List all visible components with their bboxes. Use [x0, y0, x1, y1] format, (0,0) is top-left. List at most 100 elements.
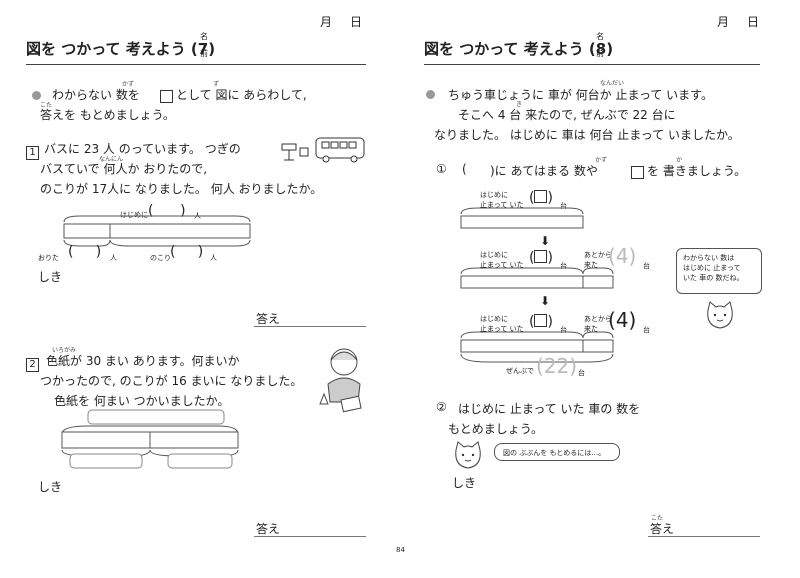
arrow-down-icon-2: ⬇	[540, 294, 551, 308]
ruby-nandai: なんだい	[600, 80, 625, 87]
d2-added-unit: 台	[643, 262, 650, 270]
q2-shiki: しき	[38, 480, 63, 494]
d3-label-2: 止まって いた	[480, 325, 524, 333]
step2-number: ②	[436, 400, 447, 414]
d2-added-value: (4)	[608, 244, 637, 268]
step1-paren-open: (	[462, 162, 467, 176]
r-intro-line-1: ちゅう車じょうに 車が 何台か 止まって います。	[448, 88, 713, 102]
d1-unit: 台	[560, 202, 567, 210]
date-month-label-r: 月	[717, 15, 730, 29]
bus-stop-illustration	[281, 137, 365, 163]
q2-line-2: つかったので, のこりが 16 まいに なりました。	[40, 374, 303, 388]
blank-square-icon	[160, 87, 173, 106]
r-intro-line-3: なりました。 はじめに 車は 何台 止まって いましたか。	[434, 128, 740, 142]
d2-label-1: はじめに	[480, 251, 508, 259]
title-underline-r	[424, 64, 760, 65]
d2-paren-square: ()	[529, 250, 553, 266]
d2-label-2: 止まって いた	[480, 261, 524, 269]
step2-line-1: はじめに 止まって いた 車の 数を	[458, 402, 641, 416]
cat-face-icon	[707, 301, 733, 329]
blank-square-icon-r	[631, 163, 644, 182]
d3-unit: 台	[560, 326, 567, 334]
name-label-r1: 名	[596, 32, 604, 41]
cat-bubble-line-2: はじめに 止まって	[683, 264, 741, 272]
cat-bubble-line-1: わからない 数は	[683, 254, 735, 262]
cat-bubble-line-3: いた 車の 数だね。	[683, 274, 744, 282]
title-underline	[26, 64, 366, 65]
intro-line-1a: わからない 数を	[52, 88, 140, 102]
page-title-r: 図を つかって 考えよう (8)	[424, 40, 614, 58]
q1-line-1: バスに 23 人 のっています。 つぎの	[44, 142, 241, 156]
q2-number: 2	[26, 352, 43, 372]
date-month-label: 月	[320, 15, 333, 29]
d3-paren-square: ()	[529, 314, 553, 330]
bullet-icon-r	[426, 90, 435, 99]
d3-added-value: (4)	[608, 308, 637, 332]
q1-label-left: おりた	[38, 254, 59, 262]
d1-tape	[460, 207, 584, 229]
bullet-icon	[32, 91, 41, 100]
q2-line-1: 色紙が 30 まい あります。何まいか	[46, 354, 240, 368]
q1-shiki: しき	[38, 270, 63, 284]
d2-added-label-1: あとから	[584, 251, 612, 259]
d3-total-unit: 台	[578, 369, 585, 377]
d3-added-label-2: 来た	[584, 325, 598, 333]
q1-line-2: バスていで 何人か おりたので,	[40, 162, 208, 176]
step2-answer-line[interactable]	[648, 536, 760, 537]
hint-bubble: 図の ぶぶんを もとめるには…。	[494, 443, 620, 461]
ruby-kazu: かず	[122, 81, 135, 88]
ruby-kotae-r: こた	[651, 515, 664, 522]
ruby-ki: き	[516, 101, 523, 108]
q2-tape-diagram	[61, 409, 239, 469]
d3-added-unit: 台	[643, 326, 650, 334]
q1-answer-label: 答え	[256, 312, 281, 326]
name-label-r2: 前	[596, 49, 604, 58]
d2-added-label-2: 来た	[584, 261, 598, 269]
q1-unit-left: 人	[110, 254, 117, 262]
step1-text-c: を 書きましょう。	[647, 164, 747, 178]
girl-illustration	[319, 348, 362, 413]
page-title: 図を つかって 考えよう (7)	[26, 40, 216, 58]
name-label-1: 名	[200, 32, 208, 41]
d1-paren-square: ()	[529, 190, 553, 206]
page-number: 84	[396, 546, 405, 554]
q1-answer-line[interactable]	[254, 326, 366, 327]
step2-shiki: しき	[452, 476, 477, 490]
q1-unit-right: 人	[210, 254, 217, 262]
intro-line-2: 答えを もとめましょう。	[40, 108, 175, 122]
ruby-kotae: こた	[40, 102, 53, 109]
d1-label-1: はじめに	[480, 191, 508, 199]
d1-label-2: 止まって いた	[480, 201, 524, 209]
step2-line-2: もとめましょう。	[448, 422, 544, 436]
d3-added-label-1: あとから	[584, 315, 612, 323]
d3-total-value: (22)	[536, 354, 578, 378]
q1-paren-right: ( )	[170, 244, 204, 260]
hint-bubble-text: 図の ぶぶんを もとめるには…。	[503, 449, 606, 457]
d3-tape	[460, 331, 614, 363]
q2-answer-line[interactable]	[254, 536, 366, 537]
q2-answer-label: 答え	[256, 522, 281, 536]
q1-tape-diagram	[63, 215, 251, 247]
step2-answer-label: 答え	[650, 522, 675, 536]
q1-line-3: のこりが 17人に なりました。 何人 おりましたか。	[40, 182, 323, 196]
d3-total-label: ぜんぶで	[506, 367, 534, 375]
q1-label-top: はじめに	[120, 211, 148, 219]
name-label-2: 前	[200, 49, 208, 58]
ruby-ka: か	[676, 157, 683, 164]
d3-label-1: はじめに	[480, 315, 508, 323]
d2-tape	[460, 267, 614, 289]
q1-number: 1	[26, 140, 43, 160]
cat-speech-bubble: わからない 数は はじめに 止まって いた 車の 数だね。	[676, 248, 762, 294]
cat-face-icon-2	[455, 441, 481, 469]
step1-number: ①	[436, 162, 447, 176]
d2-unit: 台	[560, 262, 567, 270]
ruby-kazu-r: かず	[595, 157, 608, 164]
q1-label-right: のこり	[150, 254, 171, 262]
intro-line-1b: として 図に あらわして,	[176, 88, 307, 102]
r-intro-line-2: そこへ 4 台 来たので, ぜんぶで 22 台に	[458, 108, 676, 122]
q1-paren-left: ( )	[68, 244, 102, 260]
date-day-label: 日	[350, 15, 363, 29]
q2-ruby: いろがみ	[52, 347, 77, 354]
date-day-label-r: 日	[747, 15, 760, 29]
ruby-zu: ず	[213, 81, 220, 88]
